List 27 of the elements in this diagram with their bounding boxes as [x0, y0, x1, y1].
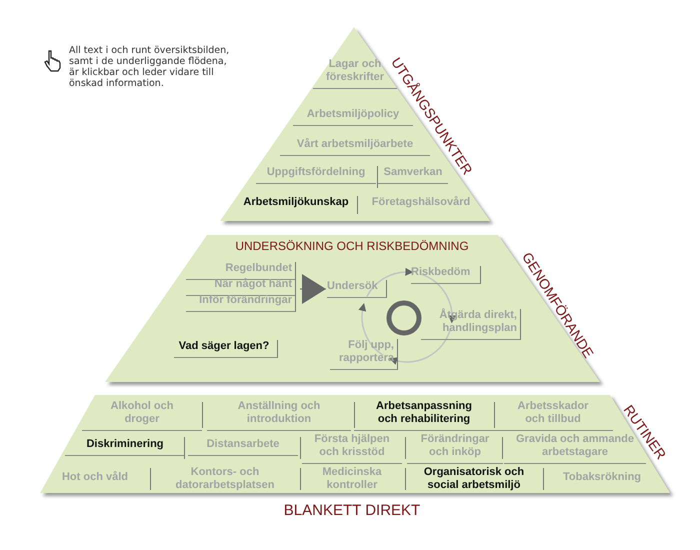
cycle-arrow: [366, 268, 414, 297]
form-link: BLANKETT DIREKT: [282, 502, 422, 519]
cycle-arrow: [420, 273, 456, 324]
arrow: [300, 274, 326, 304]
link-text: Första hjälpen och krisstöd: [302, 433, 402, 464]
link-text: Regelbundet: [186, 262, 296, 280]
link-text: Organisatorisk och social arbetsmiljö: [422, 466, 526, 492]
link-text: När något hänt: [186, 278, 296, 296]
link-text: Åtgärda direkt, handlingsplan: [421, 309, 521, 340]
section-subheading: UNDERSÖKNING OCH RISKBEDÖMNING: [234, 239, 470, 253]
link-text: Företagshälsovård: [370, 196, 472, 209]
instruction-note: All text i och runt översiktsbilden, samt i de underliggande flödena, är klickbar och leder vidare till önskad information.: [69, 45, 230, 89]
link-text: Arbetsmiljökunskap: [242, 196, 350, 209]
link-text: Distansarbete: [188, 438, 298, 456]
cycle-arrow: [389, 330, 451, 365]
link-text: Medicinska kontroller: [321, 466, 383, 492]
link-text: Kontors- och datorarbetsplatsen: [174, 466, 276, 492]
link-text: Undersök: [327, 280, 387, 298]
link-text: Uppgiftsfördelning: [256, 166, 376, 184]
link-text: Följ upp, rapportera: [330, 339, 398, 370]
link-text: Hot och våld: [60, 471, 129, 484]
link-text: Riskbedöm: [411, 266, 481, 284]
cycle-arrow: [358, 302, 384, 356]
link-text: Inför förändringar: [186, 294, 296, 312]
link-text: Tobaksrökning: [562, 471, 642, 484]
link-text: Anställning och introduktion: [207, 400, 351, 431]
link-text: Vad säger lagen?: [174, 340, 278, 358]
